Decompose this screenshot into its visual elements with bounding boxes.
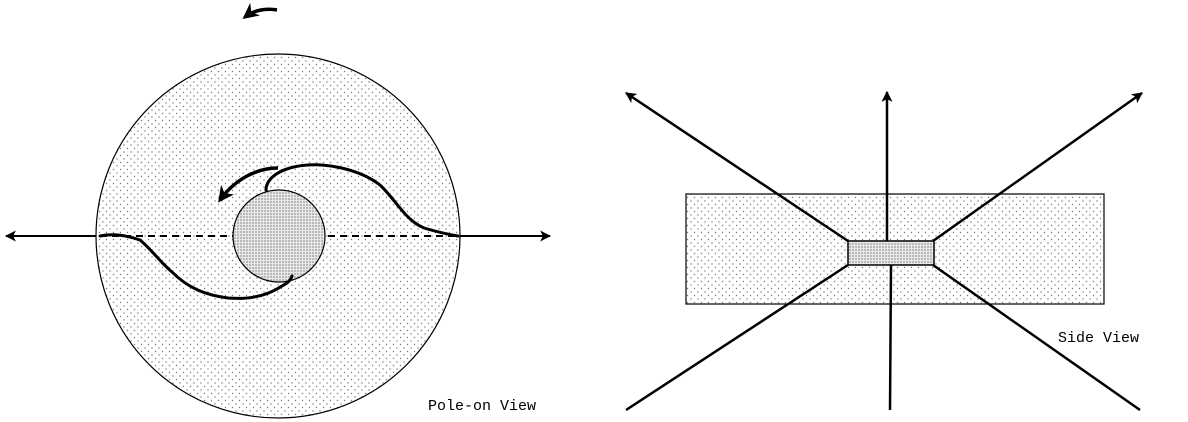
rotation-arrow-icon [245, 9, 277, 17]
side-view-caption: Side View [1058, 330, 1139, 347]
central-box [848, 241, 934, 265]
side-view: Side View [626, 92, 1142, 410]
central-core [233, 190, 325, 282]
line-down-center [890, 265, 891, 410]
pole-on-view-caption: Pole-on View [428, 398, 536, 415]
pole-on-view: Pole-on View [6, 9, 550, 418]
